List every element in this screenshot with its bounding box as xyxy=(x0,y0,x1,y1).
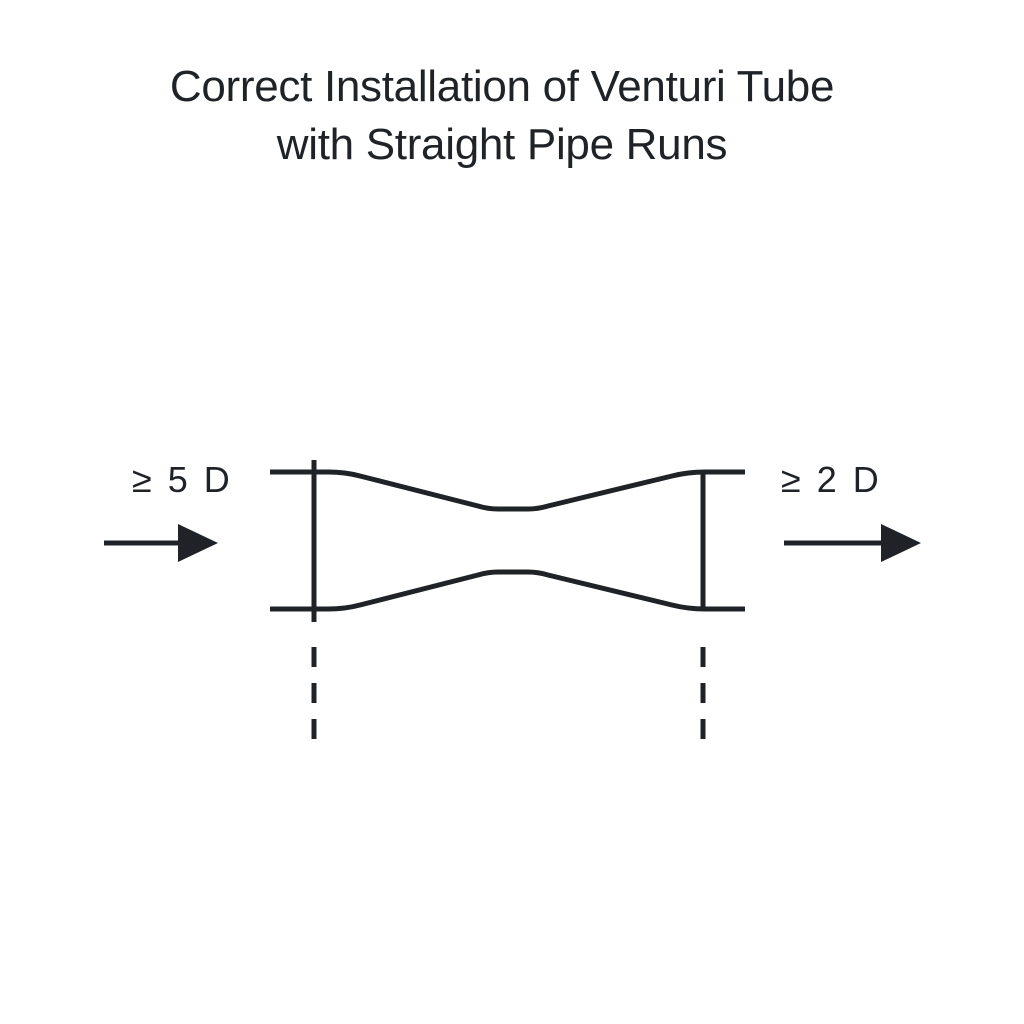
downstream-flow-arrow-icon xyxy=(784,524,921,562)
upstream-flow-arrow-icon xyxy=(104,524,218,562)
venturi-bottom-profile xyxy=(327,569,745,612)
title-line-1: Correct Installation of Venturi Tube xyxy=(169,62,835,111)
venturi-body xyxy=(270,469,745,612)
venturi-top-profile xyxy=(327,469,745,512)
diagram-title: Correct Installation of Venturi Tube wit… xyxy=(0,58,1004,174)
title-line-2: with Straight Pipe Runs xyxy=(276,120,728,169)
downstream-length-label: ≥ 2 D xyxy=(781,459,882,500)
upstream-length-label: ≥ 5 D xyxy=(132,459,233,500)
